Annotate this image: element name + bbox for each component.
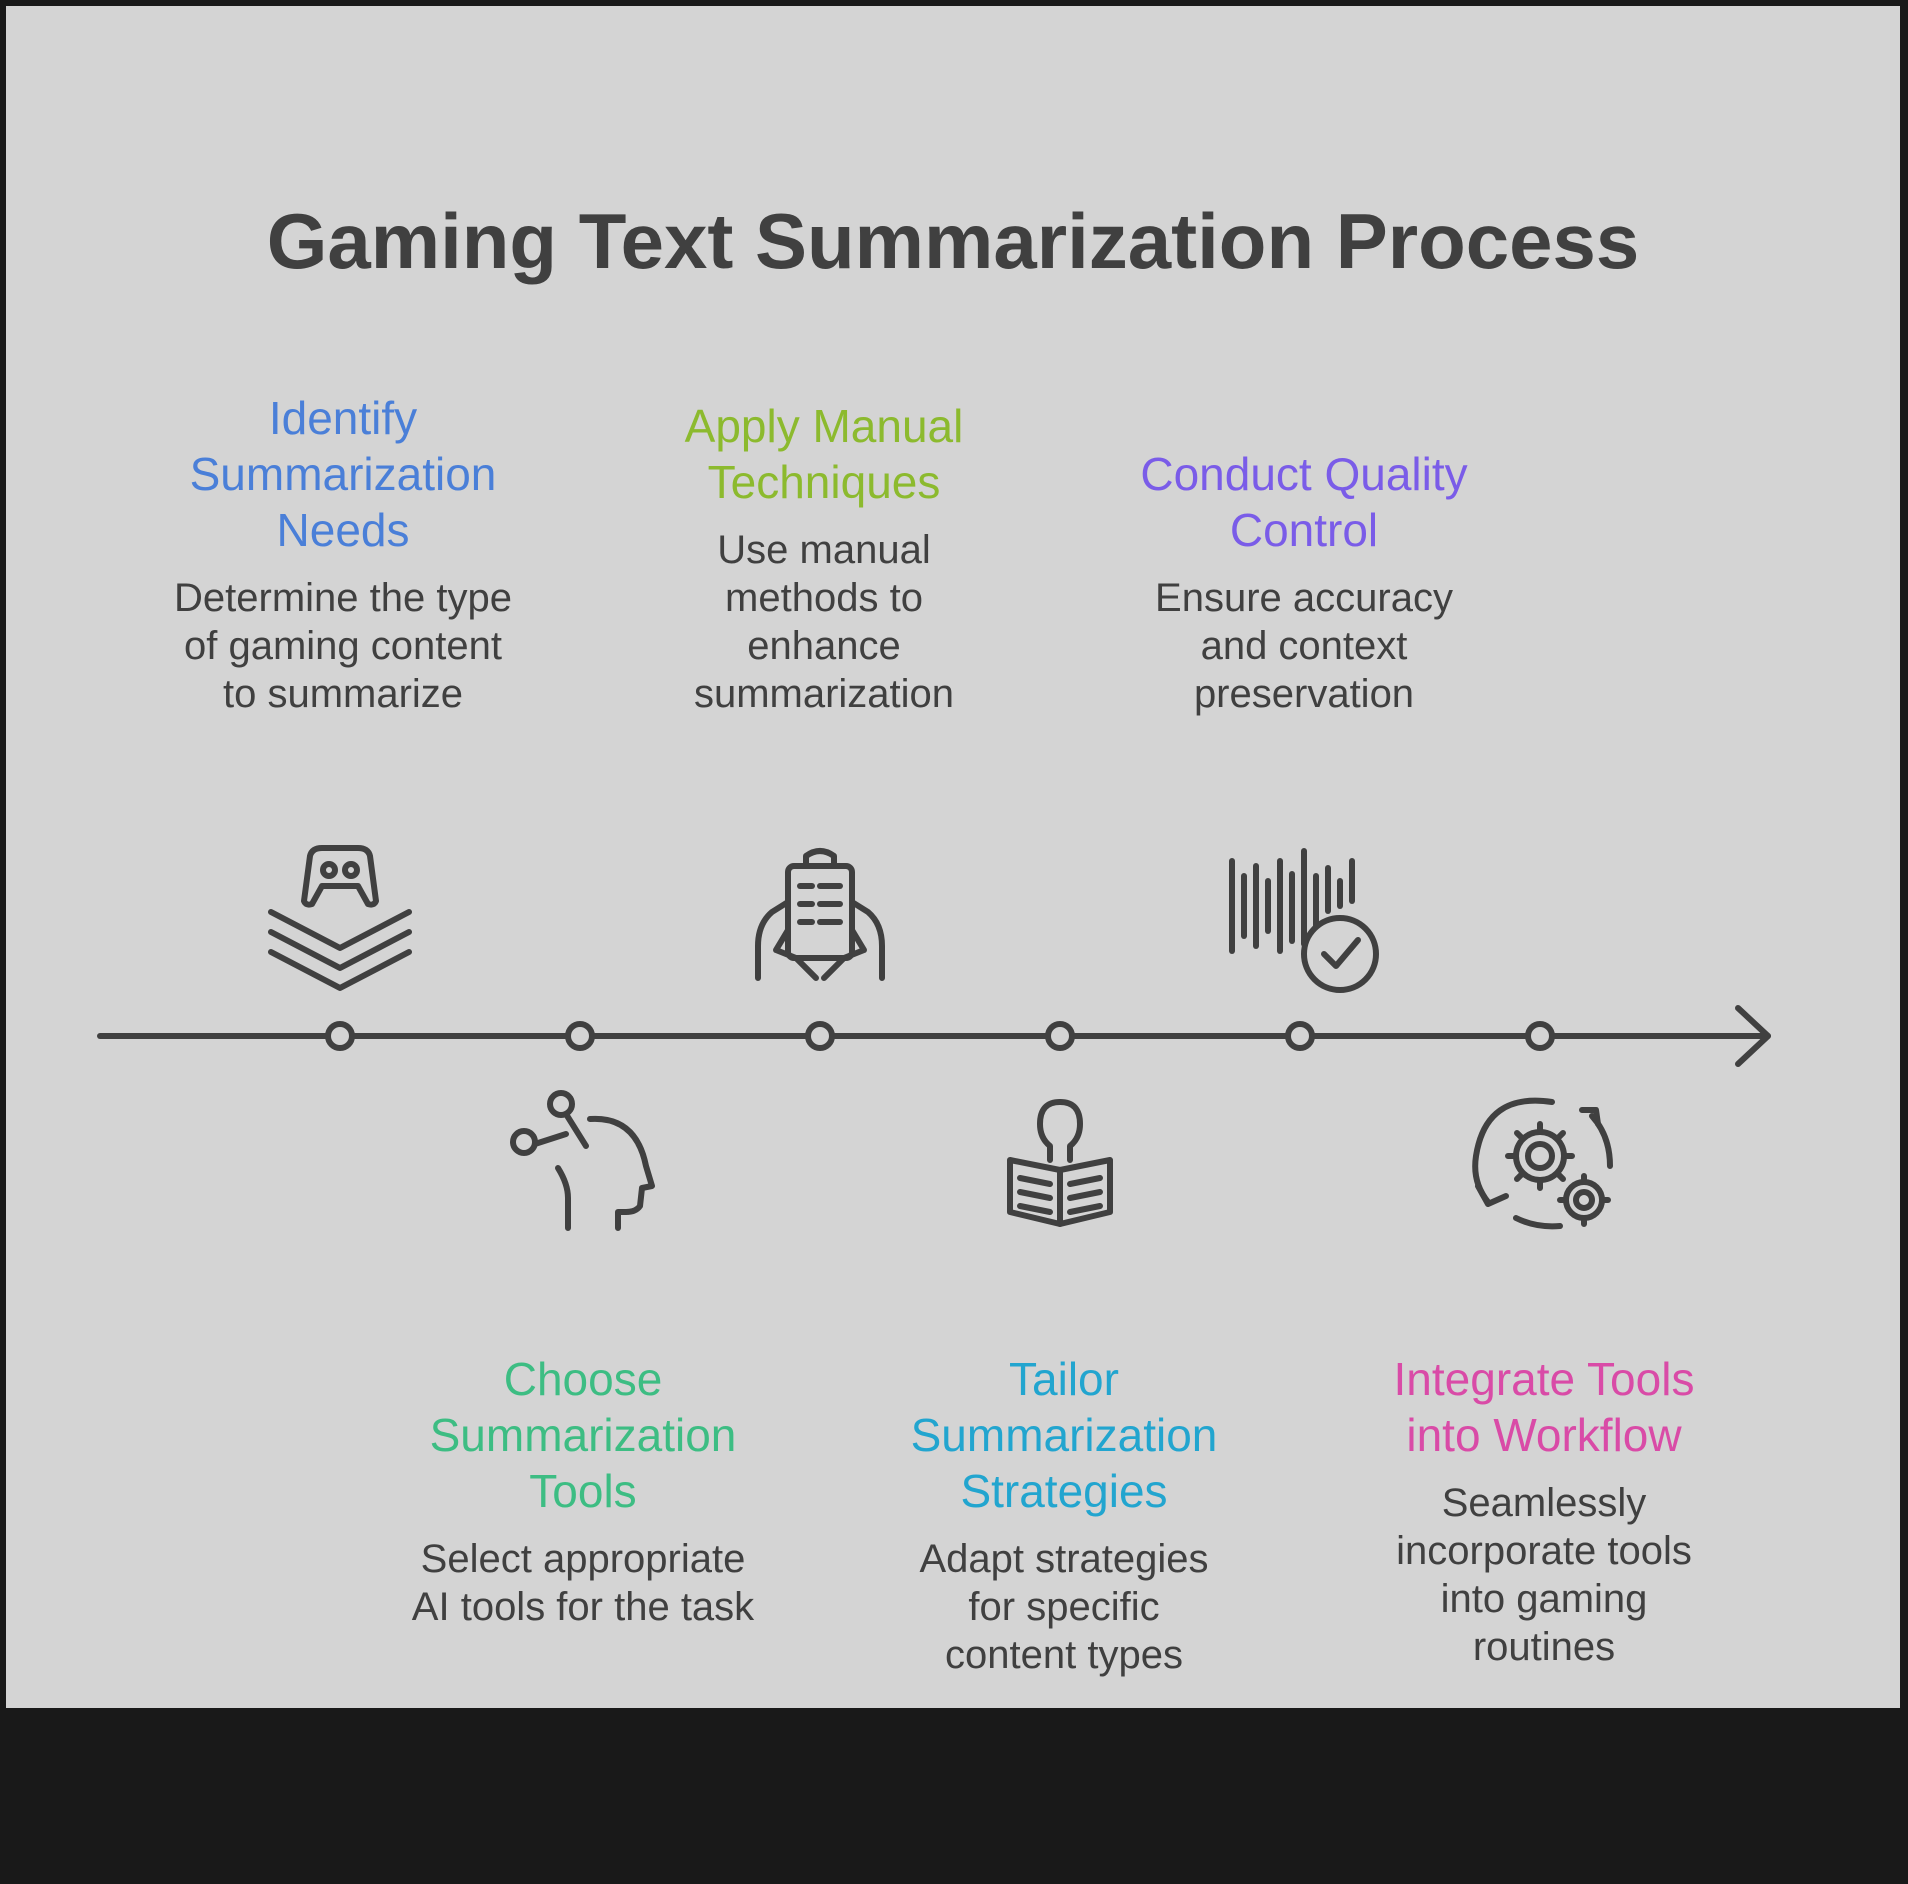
step-description: Determine the type of gaming content to … [174,576,512,716]
timeline-arrowhead [1735,1005,1771,1067]
step-description: Seamlessly incorporate tools into gaming… [1396,1481,1692,1669]
timeline-marker-6 [1525,1021,1555,1051]
step-choose-tools: Choose Summarization Tools Select approp… [373,1351,793,1631]
person-reading-book-icon [1007,1099,1113,1227]
step-heading: Tailor Summarization Strategies [910,1353,1218,1517]
timeline-marker-2 [565,1021,595,1051]
step-description: Select appropriate AI tools for the task [411,1537,755,1629]
timeline-marker-1 [325,1021,355,1051]
ai-head-icon [510,1090,655,1231]
gears-cycle-icon [1472,1097,1613,1230]
hands-clipboard-icon [755,848,885,981]
timeline-marker-5 [1285,1021,1315,1051]
step-tailor-strategies: Tailor Summarization Strategies Adapt st… [854,1351,1274,1679]
step-identify-needs: Identify Summarization Needs Determine t… [133,390,553,718]
gamepad-stack-icon [268,845,412,991]
timeline-marker-4 [1045,1021,1075,1051]
step-heading: Choose Summarization Tools [429,1353,737,1517]
step-integrate-tools: Integrate Tools into Workflow Seamlessly… [1334,1351,1754,1671]
step-heading: Conduct Quality Control [1140,448,1468,556]
timeline-graphic [97,845,1771,1231]
step-description: Use manual methods to enhance summarizat… [693,528,955,716]
step-heading: Identify Summarization Needs [189,392,497,556]
step-heading: Integrate Tools into Workflow [1393,1353,1695,1461]
step-description: Ensure accuracy and context preservation [1155,576,1453,716]
step-description: Adapt strategies for specific content ty… [919,1537,1209,1677]
timeline-marker-3 [805,1021,835,1051]
diagram-title: Gaming Text Summarization Process [266,197,1640,285]
step-apply-manual: Apply Manual Techniques Use manual metho… [614,398,1034,718]
step-quality-control: Conduct Quality Control Ensure accuracy … [1094,446,1514,718]
diagram-canvas: Gaming Text Summarization Process Identi… [6,6,1900,1708]
step-heading: Apply Manual Techniques [684,400,964,508]
barcode-check-icon [1229,848,1379,993]
